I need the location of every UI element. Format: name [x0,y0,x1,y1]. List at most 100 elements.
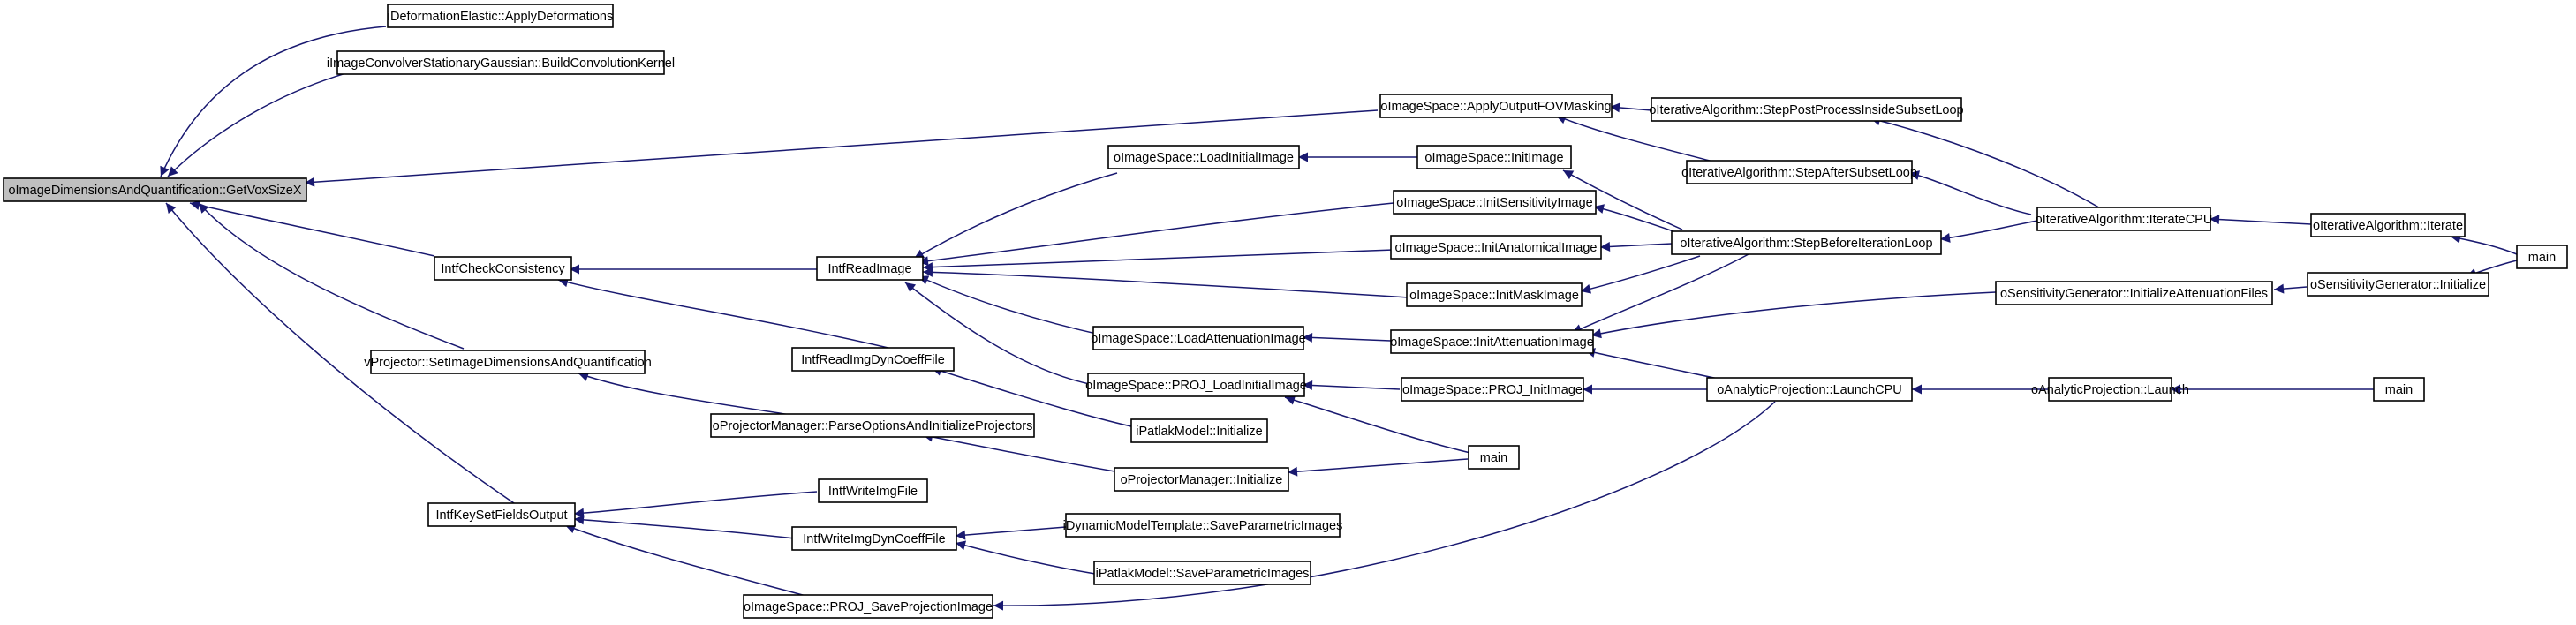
node-analytic-projection-launch[interactable]: oAnalyticProjection::Launch [2031,377,2189,402]
node-label: main [1480,451,1507,465]
node-iterate-cpu[interactable]: oIterativeAlgorithm::IterateCPU [2036,207,2213,231]
node-patlak-initialize[interactable]: iPatlakModel::Initialize [1130,418,1268,443]
edge-set-image-dimensions-to-getvoxsizex [198,202,465,350]
node-label: oIterativeAlgorithm::Iterate [2313,219,2463,233]
edge-load-initial-image-to-intf-read-image [913,172,1118,260]
edge-main-to-projector-manager-initialize [1287,458,1469,477]
edge-initialize-to-initialize-attenuation-files [2273,283,2308,294]
node-load-initial-image[interactable]: oImageSpace::LoadInitialImage [1107,145,1300,169]
edge-apply-deformations-to-getvoxsizex [160,26,387,177]
node-apply-deformations[interactable]: iDeformationElastic::ApplyDeformations [387,4,614,28]
node-init-attenuation-image[interactable]: oImageSpace::InitAttenuationImage [1390,329,1594,354]
edge-main-to-proj-load-initial-image [1284,395,1471,454]
edge-save-parametric-images-dynamic-to-intf-write-img-dyn-coeff-file [955,526,1067,540]
node-init-image[interactable]: oImageSpace::InitImage [1416,145,1572,169]
edge-proj-save-projection-image-to-intf-key-set-fields-output [564,523,813,599]
edge-step-after-subset-loop-to-apply-fov-masking [1555,114,1714,162]
node-label: iPatlakModel::Initialize [1136,425,1262,439]
edge-init-attenuation-image-to-load-attenuation-image [1302,332,1392,343]
node-label: IntfWriteImgDynCoeffFile [803,532,945,546]
edge-main-to-iterate [2450,233,2518,255]
node-init-sensitivity-image[interactable]: oImageSpace::InitSensitivityImage [1393,190,1597,215]
node-label: oProjectorManager::ParseOptionsAndInitia… [713,419,1033,433]
node-label: oIterativeAlgorithm::IterateCPU [2036,213,2213,227]
edge-step-before-iteration-loop-to-init-attenuation-image [1571,253,1749,334]
node-label: oImageSpace::LoadInitialImage [1114,151,1294,165]
node-label: iDynamicModelTemplate::SaveParametricIma… [1063,519,1343,533]
node-intf-read-img-dyn-coeff-file[interactable]: IntfReadImgDynCoeffFile [791,347,955,372]
node-label: IntfReadImage [827,262,911,276]
node-label: oImageSpace::PROJ_SaveProjectionImage [744,600,993,614]
node-label: IntfReadImgDynCoeffFile [801,353,945,367]
node-label: IntfKeySetFieldsOutput [435,508,567,523]
node-set-image-dimensions[interactable]: vProjector::SetImageDimensionsAndQuantif… [364,350,652,374]
node-proj-init-image[interactable]: oImageSpace::PROJ_InitImage [1401,377,1584,402]
edge-intf-read-img-dyn-coeff-file-to-intf-check-consistency [557,277,893,350]
node-label: oAnalyticProjection::Launch [2031,383,2189,397]
node-projector-manager-initialize[interactable]: oProjectorManager::Initialize [1114,467,1289,492]
edge-iterate-cpu-to-step-after-subset-loop [1908,170,2032,215]
edge-layer [160,26,2518,611]
edge-init-mask-image-to-intf-read-image [922,267,1409,298]
edge-patlak-initialize-to-intf-read-img-dyn-coeff-file [931,365,1140,429]
node-label: IntfWriteImgFile [828,485,918,499]
node-label: oImageSpace::InitAnatomicalImage [1395,241,1598,255]
node-apply-output-fov-masking[interactable]: oImageSpace::ApplyOutputFOVMasking [1379,94,1613,118]
edge-step-before-iteration-loop-to-init-image [1562,169,1683,230]
node-intf-write-img-dyn-coeff-file[interactable]: IntfWriteImgDynCoeffFile [791,526,957,551]
node-intf-key-set-fields-output[interactable]: IntfKeySetFieldsOutput [427,502,576,527]
node-label: oIterativeAlgorithm::StepBeforeIteration… [1680,237,1932,251]
node-label: main [2528,251,2556,265]
node-parse-options-and-initialize-projectors[interactable]: oProjectorManager::ParseOptionsAndInitia… [710,413,1035,438]
node-sensitivity-generator-initialize[interactable]: oSensitivityGenerator::Initialize [2307,272,2489,297]
node-init-anatomical-image[interactable]: oImageSpace::InitAnatomicalImage [1390,235,1602,260]
node-label: oImageSpace::LoadAttenuationImage [1091,332,1305,346]
edge-step-post-process-to-apply-fov-masking [1609,102,1652,113]
node-label: oImageSpace::InitMaskImage [1409,289,1579,303]
node-step-post-process-inside-subset-loop[interactable]: oIterativeAlgorithm::StepPostProcessInsi… [1649,97,1964,122]
node-step-before-iteration-loop[interactable]: oIterativeAlgorithm::StepBeforeIteration… [1671,230,1942,255]
node-label: oImageSpace::InitSensitivityImage [1396,196,1592,210]
node-intf-write-img-file[interactable]: IntfWriteImgFile [818,478,928,503]
node-label: oIterativeAlgorithm::StepPostProcessInsi… [1649,103,1963,117]
node-intf-read-image[interactable]: IntfReadImage [816,256,924,281]
edge-initialize-attenuation-files-to-init-attenuation-image [1590,291,1997,339]
node-layer: oImageDimensionsAndQuantification::GetVo… [3,4,2568,619]
edge-step-before-iteration-loop-to-init-anatomical-image [1599,241,1673,252]
node-get-vox-size-x[interactable]: oImageDimensionsAndQuantification::GetVo… [3,177,307,202]
node-label: IntfCheckConsistency [441,262,565,276]
node-main-right-bottom[interactable]: main [2373,377,2425,402]
node-build-convolution-kernel[interactable]: iImageConvolverStationaryGaussian::Build… [327,50,675,75]
node-intf-check-consistency[interactable]: IntfCheckConsistency [434,256,572,281]
node-label: vProjector::SetImageDimensionsAndQuantif… [364,356,652,370]
node-label: oProjectorManager::Initialize [1121,473,1283,487]
node-iterate[interactable]: oIterativeAlgorithm::Iterate [2310,213,2466,237]
node-dynamic-model-save-parametric-images[interactable]: iDynamicModelTemplate::SaveParametricIma… [1063,513,1343,538]
node-proj-load-initial-image[interactable]: oImageSpace::PROJ_LoadInitialImage [1085,373,1307,397]
edge-apply-fov-masking-to-getvoxsizex [304,109,1379,187]
node-label: oImageSpace::PROJ_LoadInitialImage [1085,379,1307,393]
node-launch-cpu[interactable]: oAnalyticProjection::LaunchCPU [1706,377,1913,402]
node-step-after-subset-loop[interactable]: oIterativeAlgorithm::StepAfterSubsetLoop [1681,160,1917,184]
edge-launch-cpu-to-proj-save-projection-image [993,401,1776,611]
edge-proj-init-image-to-proj-load-initial-image [1302,380,1401,390]
node-main-left[interactable]: main [1468,445,1520,470]
edge-init-sensitivity-image-to-intf-read-image [918,202,1394,267]
node-label: oIterativeAlgorithm::StepAfterSubsetLoop [1681,166,1917,180]
node-load-attenuation-image[interactable]: oImageSpace::LoadAttenuationImage [1091,326,1306,350]
edge-parse-options-to-set-image-dimensions [578,372,791,416]
node-label: main [2385,383,2413,397]
edge-intf-write-img-dyn-coeff-file-to-intf-key-set-fields-output [573,515,796,539]
node-initialize-attenuation-files[interactable]: oSensitivityGenerator::InitializeAttenua… [1995,281,2273,305]
edge-intf-key-set-fields-output-to-getvoxsizex [165,202,517,506]
edge-launch-cpu-to-init-attenuation-image [1584,348,1723,380]
node-label: iImageConvolverStationaryGaussian::Build… [327,56,675,71]
node-main-right-top[interactable]: main [2516,245,2568,269]
edge-load-attenuation-image-to-intf-read-image [918,275,1105,336]
edge-projector-manager-initialize-to-parse-options [922,432,1121,473]
node-patlak-save-parametric-images[interactable]: iPatlakModel::SaveParametricImages [1093,561,1311,585]
node-proj-save-projection-image[interactable]: oImageSpace::PROJ_SaveProjectionImage [743,594,993,619]
node-init-mask-image[interactable]: oImageSpace::InitMaskImage [1406,282,1583,307]
node-label: oSensitivityGenerator::InitializeAttenua… [2000,287,2268,301]
